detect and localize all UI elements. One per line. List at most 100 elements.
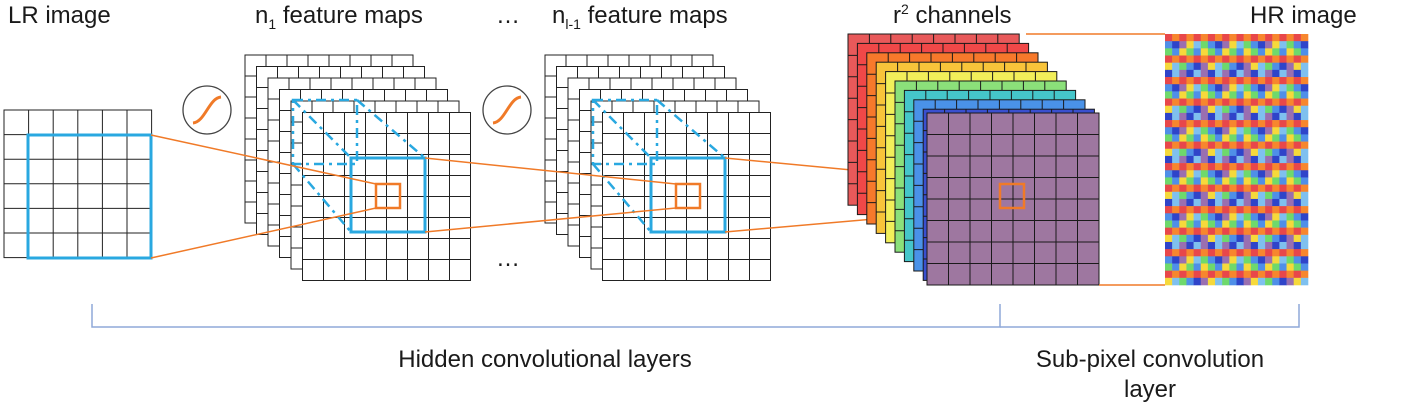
hr-pixel bbox=[1300, 62, 1309, 71]
hr-pixel bbox=[1165, 191, 1173, 200]
hr-pixel bbox=[1286, 227, 1294, 236]
hr-pixel bbox=[1286, 77, 1294, 85]
hr-pixel bbox=[1250, 241, 1259, 250]
hr-pixel bbox=[1286, 198, 1294, 207]
hr-pixel bbox=[1215, 191, 1223, 200]
hr-pixel bbox=[1215, 77, 1223, 85]
hr-pixel bbox=[1265, 120, 1273, 128]
hr-pixel bbox=[1293, 256, 1302, 264]
hr-pixel bbox=[1179, 170, 1187, 178]
hr-pixel bbox=[1222, 234, 1230, 243]
hr-pixel bbox=[1300, 155, 1309, 164]
nl-subscript: l-1 bbox=[565, 15, 581, 32]
hr-pixel bbox=[1172, 41, 1180, 49]
hr-pixel bbox=[1207, 62, 1216, 71]
hr-pixel bbox=[1222, 69, 1230, 78]
hr-pixel bbox=[1293, 148, 1302, 157]
hr-pixel bbox=[1165, 270, 1173, 279]
hr-pixel bbox=[1179, 62, 1187, 71]
hr-pixel bbox=[1215, 213, 1223, 221]
hr-pixel bbox=[1207, 277, 1216, 286]
hr-pixel bbox=[1172, 227, 1180, 236]
hr-pixel bbox=[1293, 105, 1302, 114]
hr-pixel bbox=[1193, 77, 1202, 85]
hr-pixel bbox=[1193, 120, 1202, 128]
hr-pixel bbox=[1257, 234, 1266, 243]
hr-pixel bbox=[1286, 155, 1294, 164]
lr-image-label: LR image bbox=[8, 2, 111, 29]
hr-pixel bbox=[1172, 127, 1180, 135]
hr-pixel bbox=[1265, 105, 1273, 114]
hr-pixel bbox=[1279, 256, 1287, 264]
hr-pixel bbox=[1186, 120, 1194, 128]
hr-pixel bbox=[1215, 120, 1223, 128]
hr-pixel bbox=[1186, 69, 1194, 78]
hr-pixel bbox=[1250, 155, 1259, 164]
hr-pixel bbox=[1243, 220, 1252, 228]
hr-pixel bbox=[1300, 220, 1309, 228]
hr-pixel bbox=[1272, 163, 1280, 171]
hr-pixel bbox=[1243, 213, 1252, 221]
hr-pixel bbox=[1236, 69, 1244, 78]
hr-pixel bbox=[1179, 249, 1187, 257]
hr-pixel bbox=[1272, 177, 1280, 185]
hr-pixel bbox=[1222, 148, 1230, 157]
hr-pixel bbox=[1243, 206, 1252, 214]
hr-pixel bbox=[1265, 91, 1273, 99]
r2-channels-label: r2 channels bbox=[893, 2, 1012, 30]
hr-pixel bbox=[1186, 234, 1194, 243]
hr-pixel bbox=[1200, 234, 1209, 243]
hr-pixel bbox=[1293, 198, 1302, 207]
hr-pixel bbox=[1236, 184, 1244, 193]
hr-pixel bbox=[1272, 206, 1280, 214]
hr-pixel bbox=[1207, 170, 1216, 178]
hr-pixel bbox=[1165, 277, 1173, 286]
hr-pixel bbox=[1172, 120, 1180, 128]
hr-pixel bbox=[1179, 98, 1187, 107]
hr-pixel bbox=[1243, 112, 1252, 121]
hr-pixel bbox=[1229, 105, 1237, 114]
hr-pixel bbox=[1286, 48, 1294, 56]
hr-pixel bbox=[1279, 62, 1287, 71]
hr-pixel bbox=[1215, 41, 1223, 49]
hr-pixel bbox=[1215, 256, 1223, 264]
hr-pixel bbox=[1236, 227, 1244, 236]
hr-pixel bbox=[1250, 277, 1259, 286]
hr-pixel bbox=[1215, 91, 1223, 99]
hr-pixel bbox=[1250, 105, 1259, 114]
hr-pixel bbox=[1243, 98, 1252, 107]
hr-pixel bbox=[1172, 69, 1180, 78]
hr-pixel bbox=[1229, 62, 1237, 71]
subpixel-label-line2: layer bbox=[1123, 376, 1177, 403]
hr-pixel bbox=[1265, 234, 1273, 243]
hr-pixel bbox=[1172, 141, 1180, 150]
hr-pixel bbox=[1250, 234, 1259, 243]
hr-pixel bbox=[1165, 155, 1173, 164]
hr-pixel bbox=[1286, 141, 1294, 150]
hr-pixel bbox=[1300, 256, 1309, 264]
hr-pixel bbox=[1229, 256, 1237, 264]
hr-pixel bbox=[1243, 148, 1252, 157]
hr-pixel bbox=[1257, 34, 1266, 42]
hr-pixel bbox=[1179, 234, 1187, 243]
hr-pixel bbox=[1207, 91, 1216, 99]
hr-pixel bbox=[1293, 206, 1302, 214]
hr-pixel bbox=[1172, 270, 1180, 279]
hr-pixel bbox=[1300, 84, 1309, 92]
hr-pixel bbox=[1243, 227, 1252, 236]
hr-pixel bbox=[1200, 41, 1209, 49]
n1-back-field bbox=[291, 98, 359, 166]
hr-pixel bbox=[1172, 163, 1180, 171]
hr-pixel bbox=[1186, 184, 1194, 193]
hr-pixel bbox=[1207, 163, 1216, 171]
hr-pixel bbox=[1300, 191, 1309, 200]
hr-pixel bbox=[1215, 249, 1223, 257]
hr-pixel bbox=[1243, 105, 1252, 114]
hr-pixel bbox=[1222, 263, 1230, 271]
n1-proj-line bbox=[356, 99, 426, 159]
hr-pixel bbox=[1300, 55, 1309, 63]
hr-pixel bbox=[1236, 256, 1244, 264]
hr-pixel bbox=[1193, 105, 1202, 114]
hr-pixel bbox=[1229, 112, 1237, 121]
hr-pixel bbox=[1186, 155, 1194, 164]
